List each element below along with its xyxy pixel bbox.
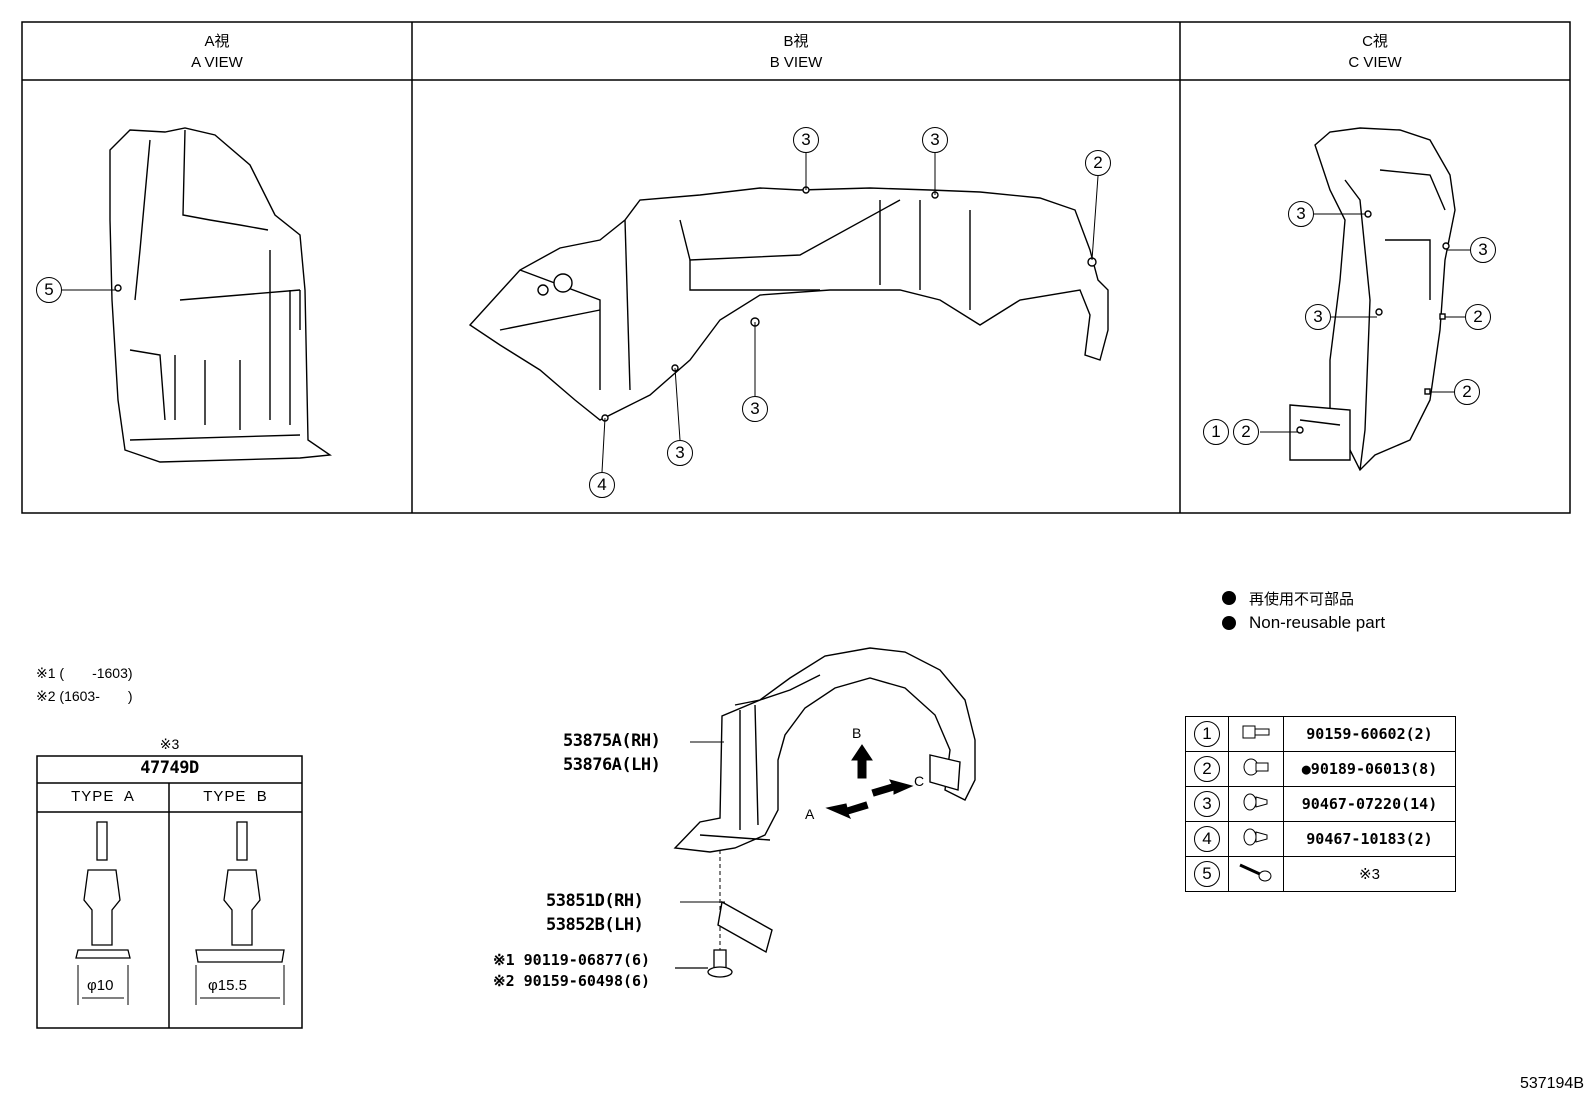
arrow-label-c: C <box>914 773 925 789</box>
views-frame <box>21 21 1571 514</box>
assembly-liner-drawing <box>673 647 976 853</box>
b-view-header: B視 B VIEW <box>412 31 1180 73</box>
table-row: 5 ※3 <box>1185 856 1456 892</box>
callout-b-4: 4 <box>589 472 615 498</box>
fastener-part-number: 90467-07220(14) <box>1283 786 1456 822</box>
b-view-title-jp: B視 <box>783 33 809 50</box>
callout-c-3: 3 <box>1305 304 1331 330</box>
clip-icon <box>1228 751 1284 787</box>
a-view-title-jp: A視 <box>204 33 230 50</box>
part-liner-rh: 53875A(RH) <box>563 731 661 751</box>
callout-c-3: 3 <box>1470 237 1496 263</box>
fastener-part-number: ※3 <box>1283 856 1456 892</box>
callout-a-5: 5 <box>36 277 62 303</box>
note-2: ※2 (1603- ) <box>36 688 133 704</box>
arrow-label-a: A <box>805 806 815 822</box>
push-clip-icon <box>1228 786 1284 822</box>
callout-b-3: 3 <box>922 127 948 153</box>
callout-c-3: 3 <box>1288 201 1314 227</box>
callout-b-2: 2 <box>1085 150 1111 176</box>
c-view-liner-drawing <box>1289 127 1456 472</box>
pin-clip-icon <box>1228 856 1284 892</box>
callout-c-1: 1 <box>1203 419 1229 445</box>
part-seal-rh: 53851D(RH) <box>546 891 644 911</box>
legend-dot-2 <box>1222 616 1236 630</box>
fastener-part-number: ●90189-06013(8) <box>1283 751 1456 787</box>
figure-id: 537194B <box>1519 1075 1584 1092</box>
callout-leaders <box>62 152 1470 473</box>
row-number: 3 <box>1194 791 1220 817</box>
clip-ref: ※3 <box>159 736 180 752</box>
callout-b-3: 3 <box>667 440 693 466</box>
clip-type-a-diameter: φ10 <box>87 977 114 994</box>
flange-bolt-icon <box>1228 716 1284 752</box>
part-seal-lh: 53852B(LH) <box>546 915 644 935</box>
a-view-liner-drawing <box>109 127 332 463</box>
callout-c-2: 2 <box>1465 304 1491 330</box>
direction-arrows <box>825 744 914 820</box>
table-row: 4 90467-10183(2) <box>1185 821 1456 857</box>
a-view-title-en: A VIEW <box>191 54 243 71</box>
fastener-table: 1 90159-60602(2) 2 ●90189-06013(8) 3 904… <box>1185 716 1456 892</box>
table-row: 3 90467-07220(14) <box>1185 786 1456 822</box>
table-row: 1 90159-60602(2) <box>1185 716 1456 752</box>
legend-en: Non-reusable part <box>1249 613 1386 632</box>
callout-c-2: 2 <box>1233 419 1259 445</box>
clip-part-number: 47749D <box>140 758 199 778</box>
row-number: 1 <box>1194 721 1220 747</box>
c-view-title-jp: C視 <box>1362 33 1388 50</box>
callout-b-3: 3 <box>742 396 768 422</box>
seal-piece-drawing <box>717 900 773 954</box>
c-view-header: C視 C VIEW <box>1180 31 1570 73</box>
legend-jp: 再使用不可部品 <box>1249 591 1355 608</box>
part-bolt-2: ※2 90159-60498(6) <box>493 972 651 990</box>
clip-type-a-label: TYPE A <box>71 788 135 805</box>
legend-dot-1 <box>1222 591 1236 605</box>
fastener-part-number: 90467-10183(2) <box>1283 821 1456 857</box>
clip-type-b-label: TYPE B <box>203 788 268 805</box>
row-number: 2 <box>1194 756 1220 782</box>
row-number: 5 <box>1194 861 1220 887</box>
a-view-header: A視 A VIEW <box>22 31 412 73</box>
callout-b-3: 3 <box>793 127 819 153</box>
table-row: 2 ●90189-06013(8) <box>1185 751 1456 787</box>
clip-type-b-drawing <box>195 821 285 1005</box>
fastener-part-number: 90159-60602(2) <box>1283 716 1456 752</box>
arrow-label-b: B <box>852 725 862 741</box>
clip-detail-frame <box>36 755 303 1029</box>
note-1: ※1 ( -1603) <box>36 665 133 681</box>
c-view-title-en: C VIEW <box>1348 54 1402 71</box>
push-clip-icon <box>1228 821 1284 857</box>
clip-type-b-diameter: φ15.5 <box>208 977 247 994</box>
b-view-title-en: B VIEW <box>769 54 823 71</box>
b-view-liner-drawing <box>468 186 1109 422</box>
bolt-drawing <box>675 949 733 978</box>
part-liner-lh: 53876A(LH) <box>563 755 661 775</box>
callout-c-2: 2 <box>1454 379 1480 405</box>
row-number: 4 <box>1194 826 1220 852</box>
clip-type-a-drawing <box>75 821 131 1005</box>
part-bolt-1: ※1 90119-06877(6) <box>493 951 651 969</box>
